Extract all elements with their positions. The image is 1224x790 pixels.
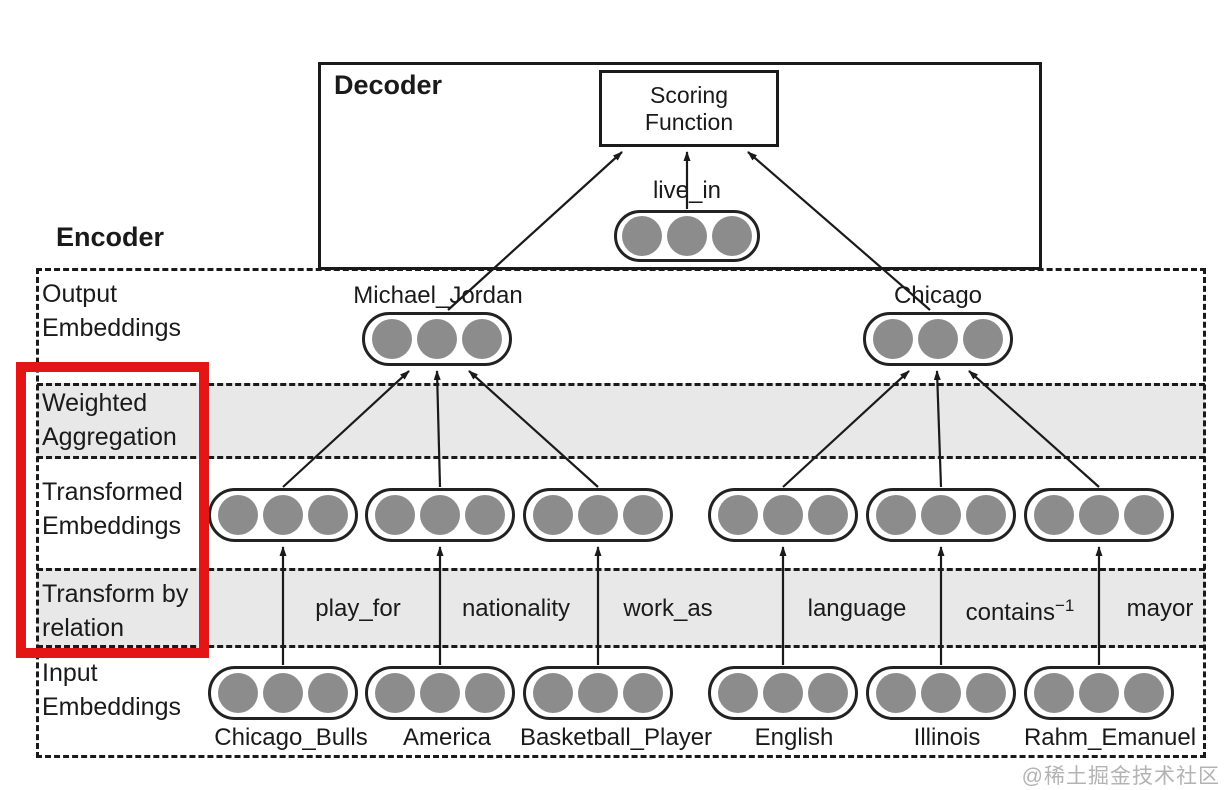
embedding-pill-input (365, 666, 515, 720)
output-entity-label: Michael_Jordan (353, 282, 523, 309)
embedding-dot (966, 673, 1006, 713)
embedding-dot (533, 673, 573, 713)
embedding-dot (462, 319, 502, 359)
embedding-dot (218, 495, 258, 535)
embedding-dot (465, 673, 505, 713)
arrow-aggregation (933, 370, 943, 488)
embedding-dot (808, 673, 848, 713)
input-entity-label: Illinois (913, 724, 981, 751)
embedding-dot (808, 495, 848, 535)
embedding-pill-transformed (208, 488, 358, 542)
layer-label-weighted-aggregation: Weighted Aggregation (42, 389, 177, 451)
relation-label: language (807, 595, 907, 622)
embedding-pill-input (523, 666, 673, 720)
embedding-pill-transformed (1024, 488, 1174, 542)
relation-label: work_as (623, 595, 713, 622)
arrow-aggregation (782, 370, 910, 488)
embedding-dot (1079, 673, 1119, 713)
input-entity-label: Chicago_Bulls (214, 724, 368, 751)
embedding-dot (763, 673, 803, 713)
encoder-title: Encoder (56, 222, 165, 252)
embedding-pill-transformed (866, 488, 1016, 542)
relation-label: nationality (461, 595, 571, 622)
embedding-dot (623, 673, 663, 713)
embedding-pill-transformed (523, 488, 673, 542)
embedding-dot (417, 319, 457, 359)
embedding-dot (918, 319, 958, 359)
relation-label: play_for (315, 595, 401, 622)
layer-label-transformed-embeddings: Transformed Embeddings (42, 478, 183, 540)
scoring-function-box: Scoring Function (599, 70, 779, 147)
embedding-dot (1124, 495, 1164, 535)
embedding-dot (420, 495, 460, 535)
embedding-dot (1034, 673, 1074, 713)
embedding-dot (718, 495, 758, 535)
embedding-dot (578, 495, 618, 535)
embedding-pill-input (1024, 666, 1174, 720)
input-entity-label: America (402, 724, 492, 751)
arrow-aggregation (282, 370, 410, 488)
embedding-dot (921, 495, 961, 535)
embedding-dot (308, 673, 348, 713)
decoder-title: Decoder (334, 70, 443, 100)
embedding-dot (1124, 673, 1164, 713)
embedding-dot (963, 319, 1003, 359)
arrow-aggregation (433, 370, 442, 488)
embedding-pill-live-in (614, 210, 760, 262)
embedding-pill-input (708, 666, 858, 720)
embedding-pill-output (362, 312, 512, 366)
embedding-dot (1079, 495, 1119, 535)
embedding-dot (375, 673, 415, 713)
arrow-head-to-scoring (447, 151, 623, 311)
embedding-dot (533, 495, 573, 535)
weighted-aggregation-band (37, 383, 1205, 459)
red-highlight-rectangle (16, 362, 209, 658)
embedding-dot (763, 495, 803, 535)
input-entity-label: Rahm_Emanuel (1023, 724, 1197, 751)
embedding-dot (263, 673, 303, 713)
embedding-dot (375, 495, 415, 535)
embedding-dot (712, 216, 752, 256)
embedding-dot (263, 495, 303, 535)
layer-label-output-embeddings: Output Embeddings (42, 280, 181, 342)
arrow-tail-to-scoring (747, 151, 931, 311)
embedding-dot (718, 673, 758, 713)
input-entity-label: English (754, 724, 834, 751)
embedding-pill-input (208, 666, 358, 720)
embedding-dot (876, 495, 916, 535)
layer-label-transform-by-relation: Transform by relation (42, 580, 189, 642)
relation-live-in-label: live_in (652, 177, 722, 204)
embedding-dot (372, 319, 412, 359)
embedding-dot (873, 319, 913, 359)
embedding-dot (420, 673, 460, 713)
embedding-dot (667, 216, 707, 256)
relation-label: mayor (1126, 595, 1194, 622)
embedding-dot (308, 495, 348, 535)
embedding-pill-output (863, 312, 1013, 366)
embedding-dot (218, 673, 258, 713)
embedding-pill-transformed (365, 488, 515, 542)
transform-by-relation-band (37, 568, 1205, 648)
watermark: @稀土掘金技术社区 (1021, 765, 1220, 788)
scoring-function-label: Scoring Function (644, 81, 734, 135)
embedding-dot (622, 216, 662, 256)
input-entity-label: Basketball_Player (519, 724, 713, 751)
output-entity-label: Chicago (893, 282, 983, 309)
embedding-dot (921, 673, 961, 713)
embedding-dot (578, 673, 618, 713)
arrow-aggregation (468, 370, 599, 488)
arrow-aggregation (968, 370, 1100, 488)
embedding-pill-input (866, 666, 1016, 720)
embedding-dot (465, 495, 505, 535)
embedding-dot (1034, 495, 1074, 535)
embedding-dot (966, 495, 1006, 535)
embedding-dot (623, 495, 663, 535)
embedding-pill-transformed (708, 488, 858, 542)
layer-label-input-embeddings: Input Embeddings (42, 659, 181, 721)
embedding-dot (876, 673, 916, 713)
relation-label: contains−1 (965, 596, 1075, 626)
